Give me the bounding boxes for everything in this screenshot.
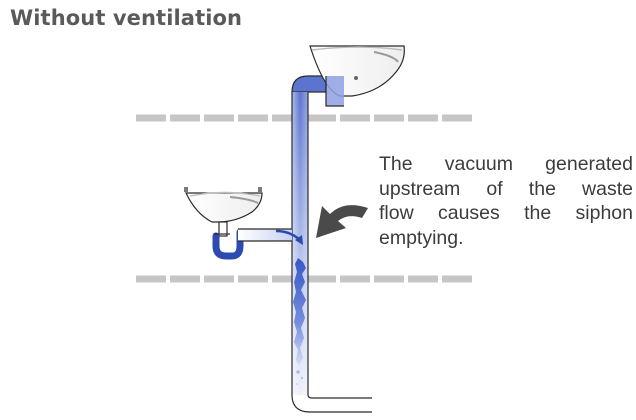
caption-line-2: upstream of the waste: [379, 177, 633, 200]
lower-washbasin-icon: [184, 187, 263, 237]
branch-pipe: [238, 228, 303, 245]
caption-line-4: emptying.: [379, 226, 464, 249]
curved-arrow-icon: [316, 205, 368, 238]
upper-washbasin-icon: [309, 45, 405, 107]
stack-pipe: [291, 75, 372, 413]
caption-line-1: The vacuum generated: [379, 153, 633, 175]
water-flow-icon: [293, 258, 306, 385]
caption-line-3: flow causes the siphon: [379, 202, 633, 224]
explanation-caption: The vacuum generated upstream of the was…: [379, 152, 633, 250]
page-title: Without ventilation: [10, 6, 243, 30]
siphon-trap: [212, 228, 244, 260]
